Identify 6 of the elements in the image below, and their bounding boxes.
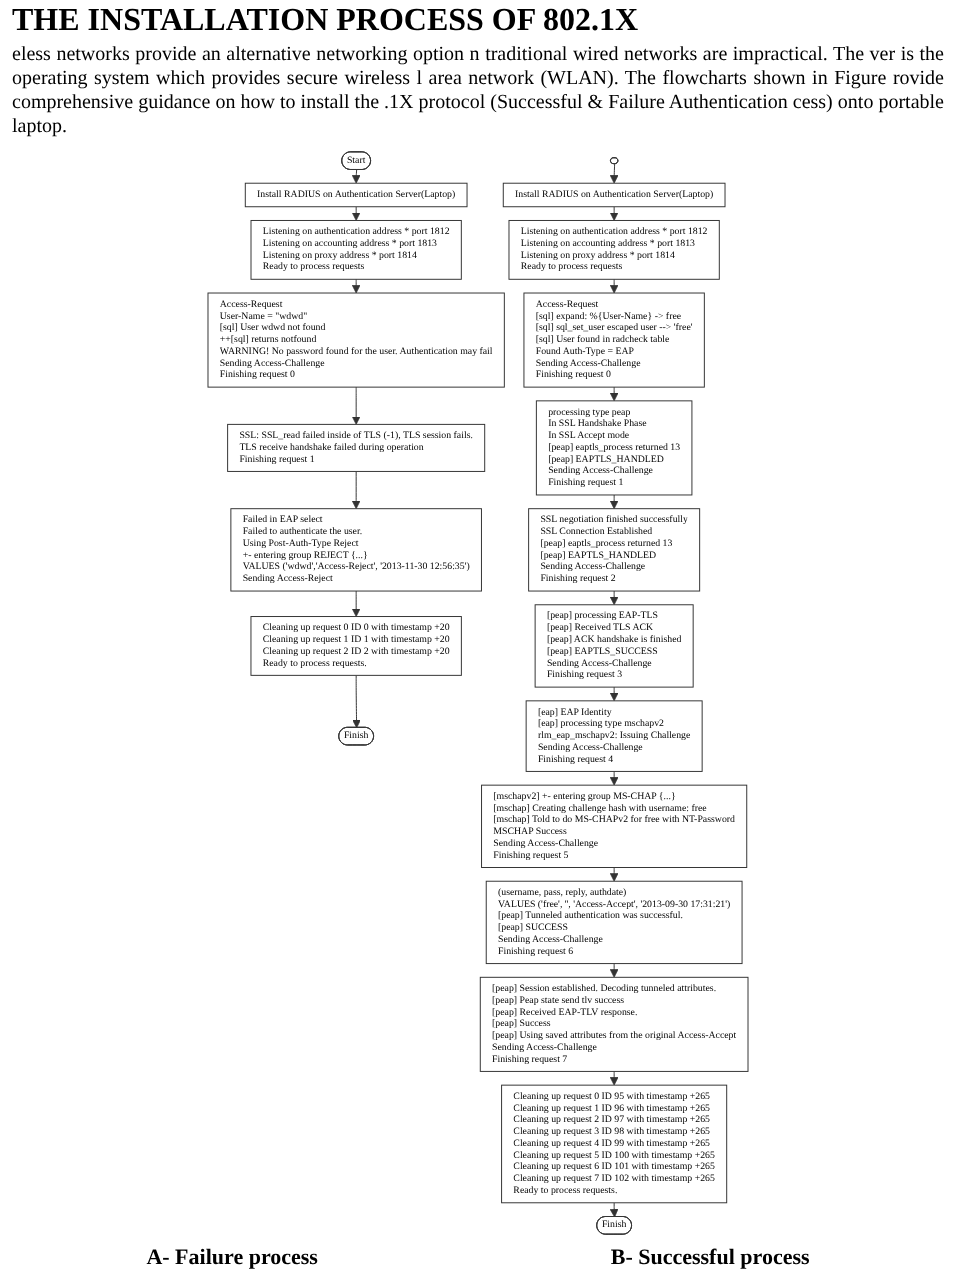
arrow	[351, 169, 361, 184]
figure-caption: B- Successful process	[610, 1246, 810, 1270]
figure-caption: A- Failure process	[146, 1246, 318, 1270]
arrow	[609, 867, 619, 882]
title: THE INSTALLATION PROCESS OF 802.1X	[12, 4, 641, 40]
intro-paragraph: eless networks provide an alternative networking option n traditional wired networks are impractical. The ver is the operating system which provides secure wireless l area network (WLAN). The flowcharts shown in Figure rovide comprehensive guidance on how to install the .1X protocol (Successful & Failure Authentication cess) onto portable laptop.	[12, 44, 944, 140]
